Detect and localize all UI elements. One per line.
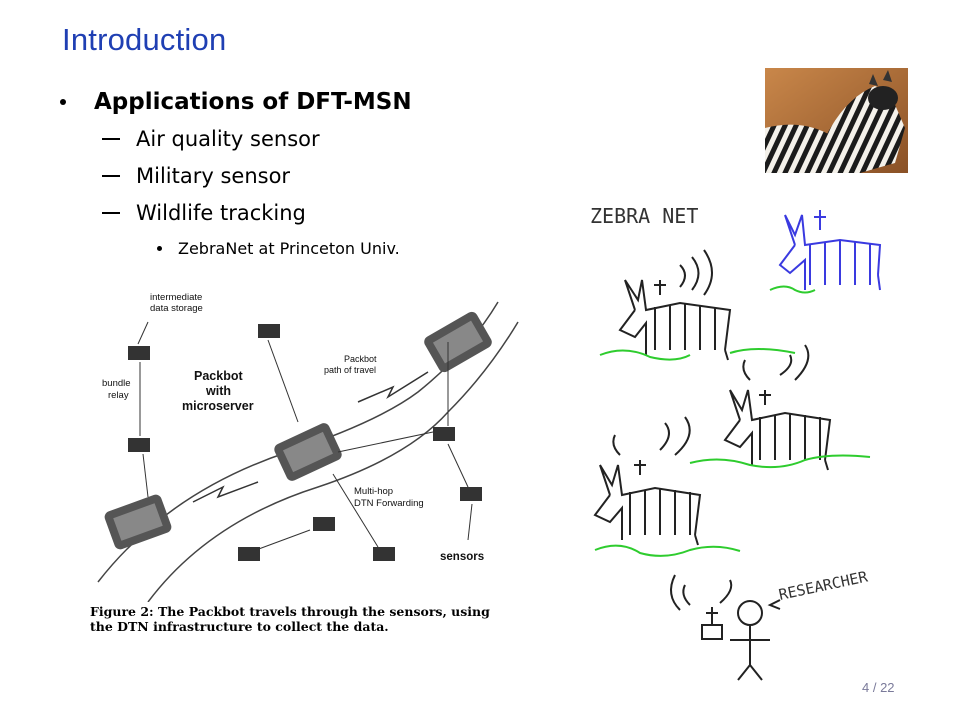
label-multihop1: Multi-hop bbox=[354, 486, 393, 497]
researcher-drawing bbox=[670, 574, 781, 681]
list-item-text: Wildlife tracking bbox=[136, 200, 306, 225]
zebra-drawing bbox=[618, 249, 732, 361]
bullet-list: Applications of DFT-MSN Air quality sens… bbox=[60, 84, 412, 265]
label-sensors: sensors bbox=[440, 551, 484, 563]
dash-icon bbox=[102, 137, 120, 140]
bullet-heading: Applications of DFT-MSN bbox=[60, 84, 412, 120]
sub-list-item: ZebraNet at Princeton Univ. bbox=[60, 231, 412, 265]
zebra-drawing bbox=[778, 210, 882, 291]
caption-line1: Figure 2: The Packbot travels through th… bbox=[90, 604, 490, 619]
label-packbot3: microserver bbox=[182, 399, 254, 413]
packbot-figure: intermediate data storage bundle relay P… bbox=[88, 282, 528, 647]
bullet-dot-icon bbox=[60, 99, 66, 105]
list-item: Military sensor bbox=[60, 157, 412, 194]
figure-caption: Figure 2: The Packbot travels through th… bbox=[90, 604, 530, 634]
zebra-photo bbox=[765, 68, 908, 173]
slide-title: Introduction bbox=[62, 22, 227, 57]
label-bundle: bundle bbox=[102, 378, 131, 389]
list-item-text: Air quality sensor bbox=[136, 126, 320, 151]
list-item: Air quality sensor bbox=[60, 120, 412, 157]
list-item-text: Military sensor bbox=[136, 163, 291, 188]
label-storage2: data storage bbox=[150, 303, 203, 314]
researcher-label: RESEARCHER bbox=[777, 567, 870, 604]
list-item: Wildlife tracking bbox=[60, 194, 412, 231]
label-relay: relay bbox=[108, 390, 129, 401]
zebranet-label: ZEBRA NET bbox=[590, 204, 698, 228]
page-number: 4 / 22 bbox=[862, 680, 895, 695]
label-packbot1: Packbot bbox=[194, 369, 243, 383]
zebra-drawing bbox=[593, 416, 702, 546]
sensor-nodes bbox=[128, 324, 482, 561]
packbot-robot bbox=[424, 311, 492, 373]
label-path2: path of travel bbox=[324, 365, 376, 375]
zebra-drawing bbox=[723, 344, 832, 471]
label-path1: Packbot bbox=[344, 354, 377, 364]
label-storage: intermediate bbox=[150, 292, 202, 303]
dash-icon bbox=[102, 174, 120, 177]
caption-line2: the DTN infrastructure to collect the da… bbox=[90, 619, 389, 634]
bullet-heading-text: Applications of DFT-MSN bbox=[94, 89, 412, 115]
label-multihop2: DTN Forwarding bbox=[354, 498, 424, 509]
bullet-dot-icon bbox=[157, 245, 162, 251]
sub-list-item-text: ZebraNet at Princeton Univ. bbox=[178, 238, 400, 258]
packbot-robot bbox=[274, 423, 342, 481]
dash-icon bbox=[102, 211, 120, 214]
label-packbot2: with bbox=[205, 384, 231, 398]
zebranet-sketch: ZEBRA NET bbox=[580, 195, 920, 685]
packbot-robot bbox=[104, 494, 172, 550]
